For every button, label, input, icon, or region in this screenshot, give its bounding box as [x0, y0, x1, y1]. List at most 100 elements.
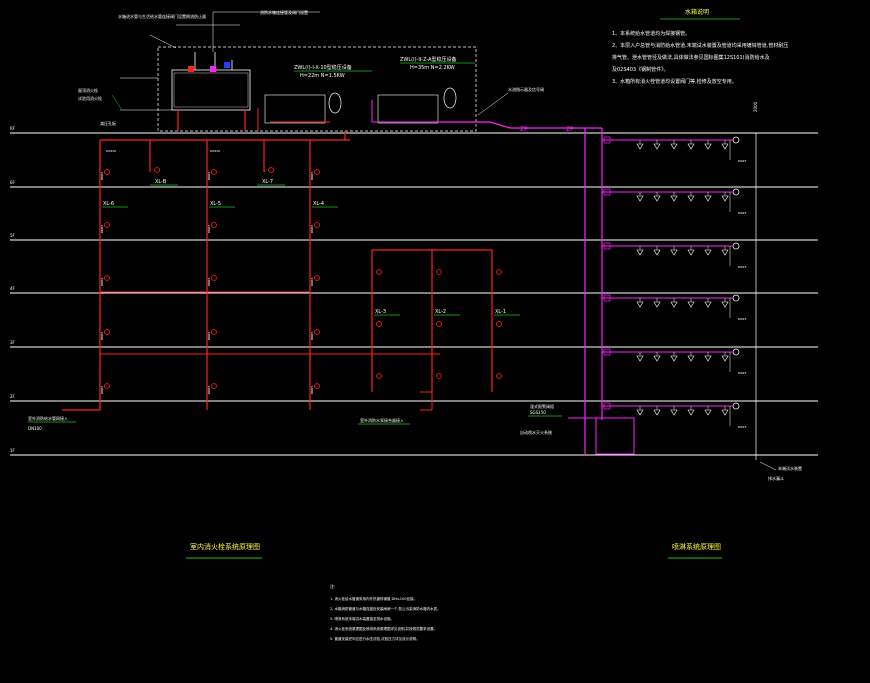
- pipe-size: DN65: [100, 225, 104, 233]
- sprinkler-head-symbol: [636, 195, 644, 202]
- pipe-size: DN25: [738, 265, 746, 269]
- pipe-size: DN100: [106, 149, 116, 153]
- test-valve-symbol: [732, 188, 740, 196]
- test-valve-symbol: [732, 402, 740, 410]
- sprinkler-head-symbol: [687, 195, 695, 202]
- pipe-size: DN65: [207, 225, 211, 233]
- fire-hydrant-symbol: [268, 167, 274, 173]
- note-line: 排气管、泄水管管径及做法,具体做法参见国标图集12S101(消防给水及: [612, 54, 770, 61]
- sprinkler-head-symbol: [721, 301, 729, 308]
- riser-label: XL-7: [262, 179, 273, 185]
- pipe-size: DN65: [310, 386, 314, 394]
- fire-hydrant-symbol: [104, 222, 110, 228]
- sprinkler-head-symbol: [721, 195, 729, 202]
- fire-water-tank: [171, 69, 251, 111]
- tank-note2: 消防水箱连接管及阀门设置: [260, 9, 308, 15]
- sprinkler-head-symbol: [653, 195, 661, 202]
- fire-hydrant-symbol: [436, 321, 442, 327]
- sprinkler-head-symbol: [636, 301, 644, 308]
- fire-hydrant-symbol: [104, 383, 110, 389]
- diagram-title-left: 室内消火栓系统原理图: [190, 542, 260, 551]
- pipe-size: DN65: [100, 386, 104, 394]
- riser-label: XL-2: [435, 309, 446, 315]
- pump-set-right: [377, 94, 439, 124]
- sprinkler-head-symbol: [687, 249, 695, 256]
- pipe-size: DN65: [207, 386, 211, 394]
- note-line: 2、本层入户总管与消防给水管道,末端试水装置及管道均采用镀锌管道,管材耐压: [612, 42, 788, 49]
- floor-label: 3F: [10, 340, 16, 345]
- fire-hydrant-symbol: [376, 321, 382, 327]
- fire-hydrant-symbol: [376, 269, 382, 275]
- sprinkler-head-symbol: [653, 355, 661, 362]
- fire-hydrant-symbol: [104, 169, 110, 175]
- drain-label: 末端试水装置: [778, 465, 802, 471]
- pump-right-params: H=35m N=2.2KW: [410, 65, 455, 71]
- floor-label: 2F: [10, 394, 16, 399]
- pipe-size: DN65: [310, 225, 314, 233]
- fire-hydrant-symbol: [496, 269, 502, 275]
- pipe-size: DN65: [207, 332, 211, 340]
- test-valve-symbol: [732, 294, 740, 302]
- sprinkler-head-symbol: [653, 249, 661, 256]
- inlet-label: 室外消防给水管网接入: [28, 415, 68, 421]
- riser-label: XL-1: [495, 309, 506, 315]
- sprinkler-head-symbol: [670, 409, 678, 416]
- sprinkler-head-symbol: [721, 249, 729, 256]
- sprinkler-head-symbol: [687, 355, 695, 362]
- pipe-size: DN25: [738, 371, 746, 375]
- pump-adapter-label: 室外消防水泵接合器接入: [360, 417, 404, 423]
- fire-hydrant-symbol: [211, 275, 217, 281]
- sprinkler-head-symbol: [653, 143, 661, 150]
- sprinkler-head-symbol: [670, 195, 678, 202]
- test-valve-symbol: [732, 242, 740, 250]
- inlet-size: DN100: [28, 426, 42, 431]
- flow-indicator: [603, 242, 611, 250]
- fire-hydrant-symbol: [211, 169, 217, 175]
- riser-label: XL-6: [103, 201, 114, 207]
- flow-indicator: [603, 294, 611, 302]
- sprinkler-head-symbol: [704, 301, 712, 308]
- floor-label: 1F: [10, 448, 16, 453]
- sprinkler-head-symbol: [636, 355, 644, 362]
- pump-left-label: ZWL(I)-I-X-10型稳压设备: [294, 64, 352, 71]
- fire-hydrant-symbol: [436, 269, 442, 275]
- flow-indicator-label: 水流指示器及信号阀: [508, 86, 544, 92]
- sprinkler-head-symbol: [636, 409, 644, 416]
- fire-hydrant-symbol: [436, 373, 442, 379]
- pipe-size: DN25: [738, 317, 746, 321]
- left-note2: 试验用消火栓: [78, 95, 102, 101]
- fire-hydrant-symbol: [104, 329, 110, 335]
- note-line: 3、水箱所有消火栓管道均设置阀门等,检修及放空专用。: [612, 78, 737, 85]
- zp-label: ZP: [566, 126, 574, 133]
- fire-hydrant-symbol: [211, 222, 217, 228]
- leader-line: [149, 34, 177, 49]
- floor-label: 6F: [10, 180, 16, 185]
- sprinkler-head-symbol: [704, 249, 712, 256]
- pipe-size: DN65: [100, 172, 104, 180]
- sprinkler-head-symbol: [670, 249, 678, 256]
- fire-hydrant-symbol: [314, 383, 320, 389]
- fire-hydrant-symbol: [314, 329, 320, 335]
- flow-indicator: [603, 348, 611, 356]
- sprinkler-inlet-label: 自动喷水灭火系统: [520, 429, 552, 435]
- fire-hydrant-symbol: [314, 169, 320, 175]
- pipe-size: DN65: [310, 332, 314, 340]
- sprinkler-head-symbol: [721, 409, 729, 416]
- riser-label: XL-5: [210, 201, 221, 207]
- fire-hydrant-symbol: [314, 275, 320, 281]
- leader-line: [111, 94, 123, 111]
- riser-label: XL-B: [155, 179, 167, 185]
- sprinkler-head-symbol: [687, 143, 695, 150]
- fire-hydrant-symbol: [154, 167, 160, 173]
- sprinkler-head-symbol: [636, 143, 644, 150]
- zp-label: ZP: [520, 126, 528, 133]
- sprinkler-head-symbol: [636, 249, 644, 256]
- pipe-size: DN25: [738, 159, 746, 163]
- drain-label2: 排水漏斗: [768, 475, 784, 481]
- sprinkler-head-symbol: [721, 143, 729, 150]
- fire-hydrant-symbol: [314, 222, 320, 228]
- sprinkler-head-symbol: [704, 143, 712, 150]
- pipe-size: DN65: [100, 278, 104, 286]
- pipe-size: DN65: [207, 278, 211, 286]
- alarm-valve-label: 湿式报警阀组: [530, 403, 554, 409]
